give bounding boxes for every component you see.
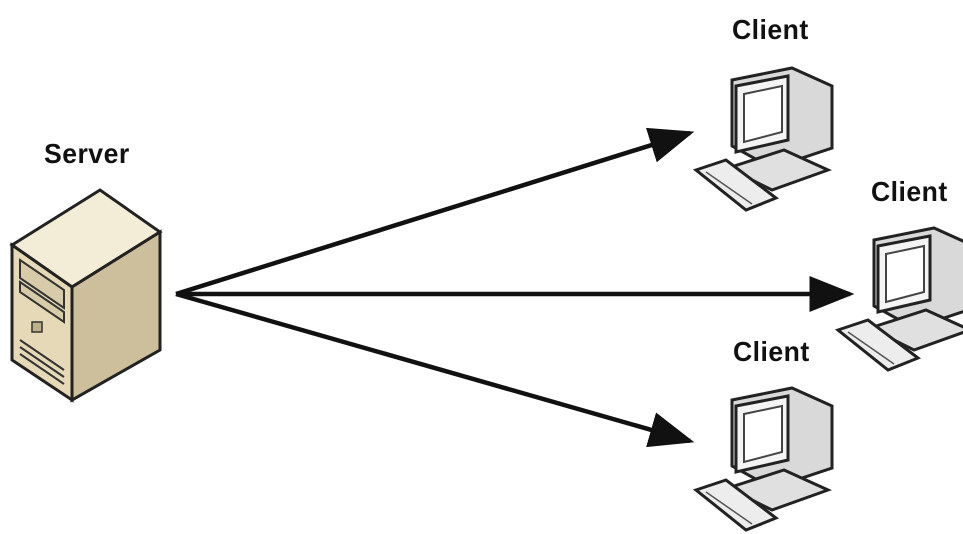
desktop-computer-icon bbox=[834, 226, 963, 372]
client-computer-top bbox=[692, 66, 834, 212]
desktop-computer-icon bbox=[692, 386, 834, 532]
connection-arrows bbox=[175, 127, 855, 448]
client-label-middle: Client bbox=[871, 176, 948, 207]
client-label-bottom: Client bbox=[733, 336, 810, 367]
server-label: Server bbox=[44, 138, 130, 169]
arrow-to-client-top bbox=[175, 127, 695, 297]
client-computer-middle bbox=[834, 226, 963, 372]
client-computer-bottom bbox=[692, 386, 834, 532]
server-tower-icon bbox=[9, 188, 163, 403]
desktop-computer-icon bbox=[692, 66, 834, 212]
client-label-top: Client bbox=[732, 14, 809, 45]
arrow-to-client-bottom bbox=[175, 291, 695, 448]
